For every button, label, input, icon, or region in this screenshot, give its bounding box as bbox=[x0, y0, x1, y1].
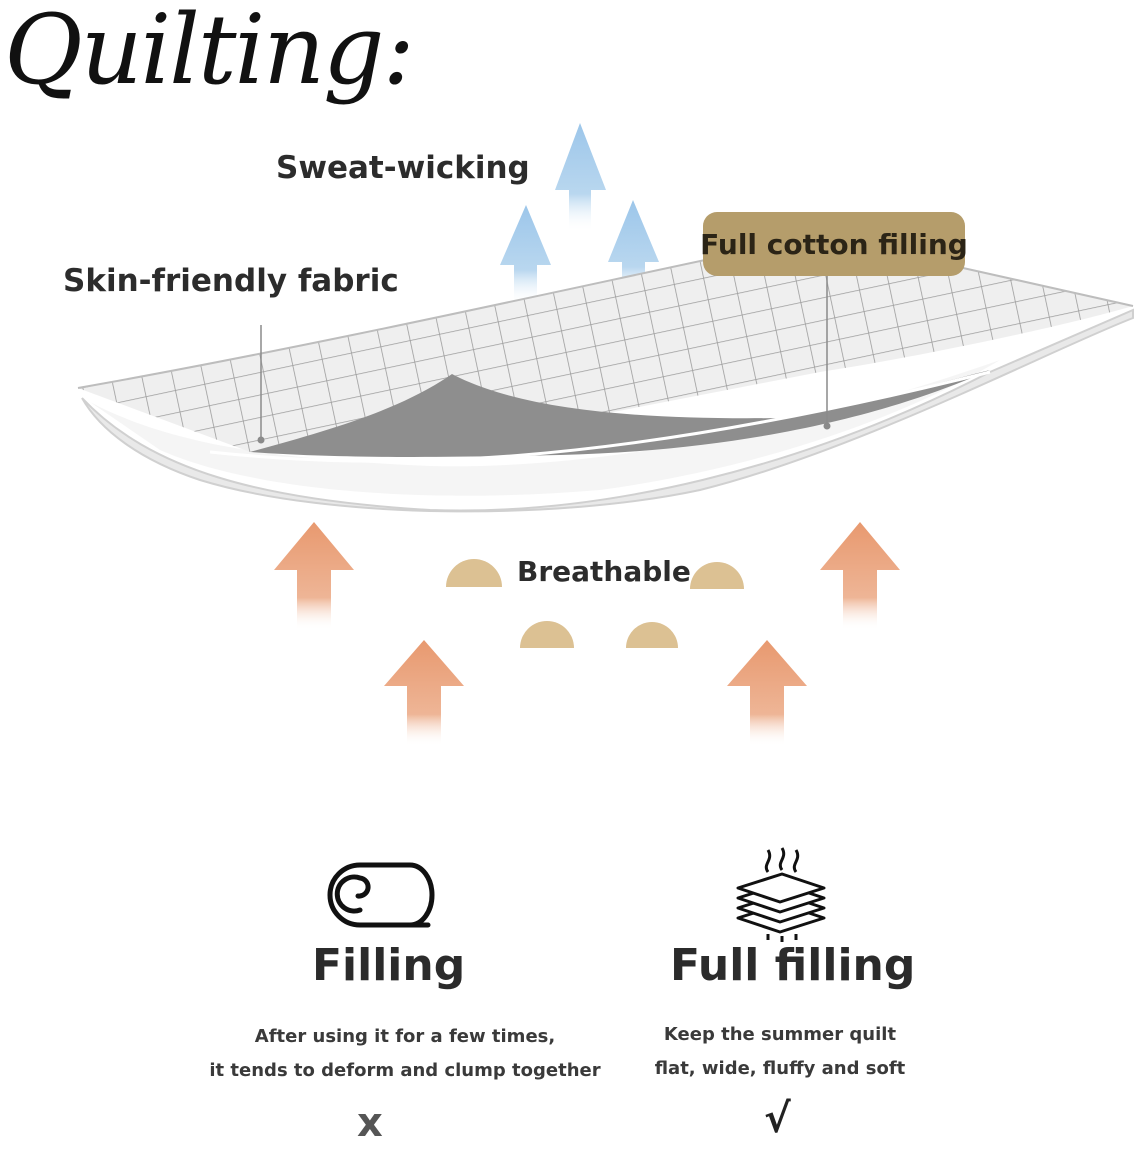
breathable-label: Breathable bbox=[517, 555, 691, 588]
sweat-wicking-label: Sweat-wicking bbox=[276, 150, 530, 186]
quilt-peel-layer bbox=[250, 370, 990, 457]
orange-arrow-icon bbox=[384, 640, 464, 746]
full-cotton-badge: Full cotton filling bbox=[700, 212, 968, 276]
full-filling-description-line: Keep the summer quilt bbox=[663, 1024, 897, 1045]
dome-icon bbox=[446, 559, 502, 587]
full-filling-description-line: flat, wide, fluffy and soft bbox=[654, 1058, 906, 1079]
skin-friendly-label: Skin-friendly fabric bbox=[63, 263, 399, 299]
orange-arrow-icon bbox=[274, 522, 354, 630]
full-filling-description: Keep the summer quilt flat, wide, fluffy… bbox=[610, 1018, 950, 1086]
blue-up-arrows bbox=[500, 123, 659, 305]
dome-icon bbox=[690, 562, 744, 589]
filling-description-line: it tends to deform and clump together bbox=[209, 1060, 601, 1081]
cross-mark: x bbox=[357, 1100, 383, 1146]
cotton-domes bbox=[446, 559, 744, 648]
orange-up-arrows bbox=[274, 522, 900, 746]
filling-description-line: After using it for a few times, bbox=[254, 1026, 556, 1047]
dome-icon bbox=[626, 622, 678, 648]
rolled-quilt-icon bbox=[327, 862, 435, 928]
filling-heading: Filling bbox=[312, 940, 466, 991]
quilt-bottom bbox=[90, 360, 1000, 496]
blue-arrow-icon bbox=[500, 205, 551, 305]
blue-arrow-icon bbox=[608, 200, 659, 303]
check-mark: √ bbox=[764, 1096, 791, 1142]
orange-arrow-icon bbox=[727, 640, 807, 746]
orange-arrow-icon bbox=[820, 522, 900, 630]
filling-description: After using it for a few times, it tends… bbox=[200, 1020, 610, 1088]
blue-arrow-icon bbox=[555, 123, 606, 232]
full-filling-heading: Full filling bbox=[670, 940, 916, 991]
page-title: Quilting: bbox=[4, 0, 415, 106]
dome-icon bbox=[520, 621, 574, 648]
full-cotton-badge-text: Full cotton filling bbox=[700, 227, 968, 261]
stacked-layers-icon bbox=[736, 847, 826, 942]
quilt-underside bbox=[81, 308, 1134, 513]
